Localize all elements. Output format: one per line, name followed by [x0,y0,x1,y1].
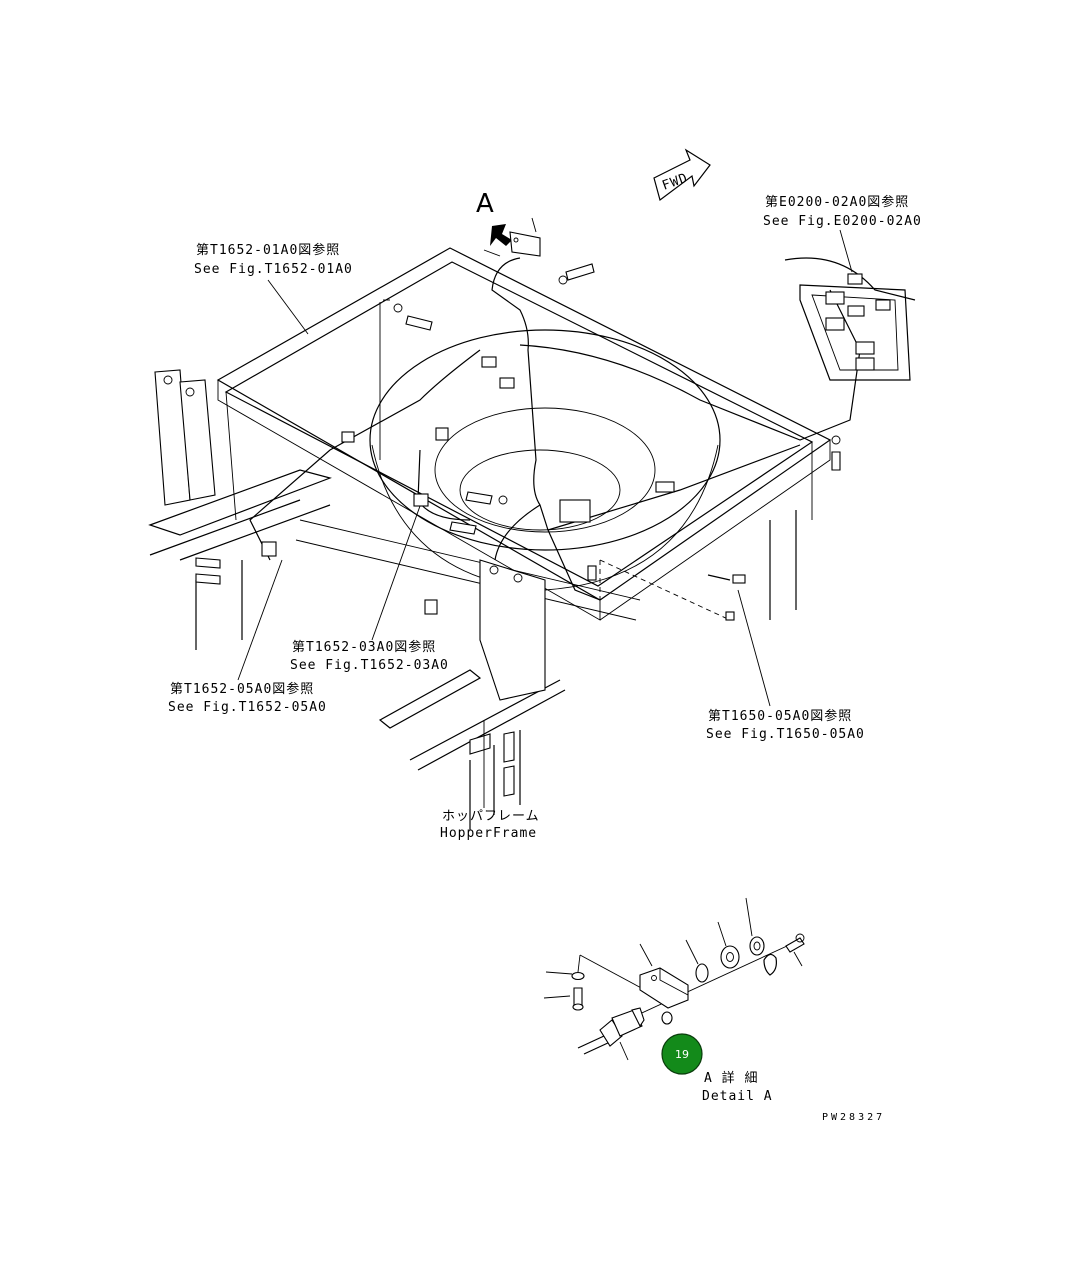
ref-e0200-en: See Fig.E0200-02A0 [763,214,922,229]
view-a-arrow-icon [490,224,512,246]
hopper-frame-en: HopperFrame [440,826,537,841]
detail-a-jp: A 詳 細 [704,1070,758,1086]
detail-a-en: Detail A [702,1089,773,1104]
fwd-label: FWD [660,171,690,194]
ref-t1652-01-jp: 第T1652-01A0図参照 [196,242,340,258]
drawing-number: PW28327 [822,1112,885,1123]
view-a-letter: A [476,189,494,219]
connector-cluster [784,257,916,381]
ref-t1652-05-jp: 第T1652-05A0図参照 [170,681,314,697]
ref-e0200-jp: 第E0200-02A0図参照 [765,194,909,210]
fwd-arrow-icon: FWD [653,148,711,202]
hopper-frame-jp: ホッパフレーム [442,809,540,824]
ref-t1652-03-en: See Fig.T1652-03A0 [290,658,449,673]
ref-t1652-01-en: See Fig.T1652-01A0 [194,262,353,277]
detail-a-assembly [543,897,805,1061]
ref-t1650-05-en: See Fig.T1650-05A0 [706,727,865,742]
callout-19-circle [661,1033,703,1075]
callout-19-number: 19 [675,1048,689,1061]
callout-19-button[interactable]: 19 [661,1033,703,1075]
leader-lines [237,217,853,808]
ref-t1650-05-jp: 第T1650-05A0図参照 [708,708,852,724]
hopper-frame [148,247,832,830]
ref-t1652-05-en: See Fig.T1652-05A0 [168,700,327,715]
wire-harness [249,231,861,621]
ref-t1652-03-jp: 第T1652-03A0図参照 [292,639,436,655]
